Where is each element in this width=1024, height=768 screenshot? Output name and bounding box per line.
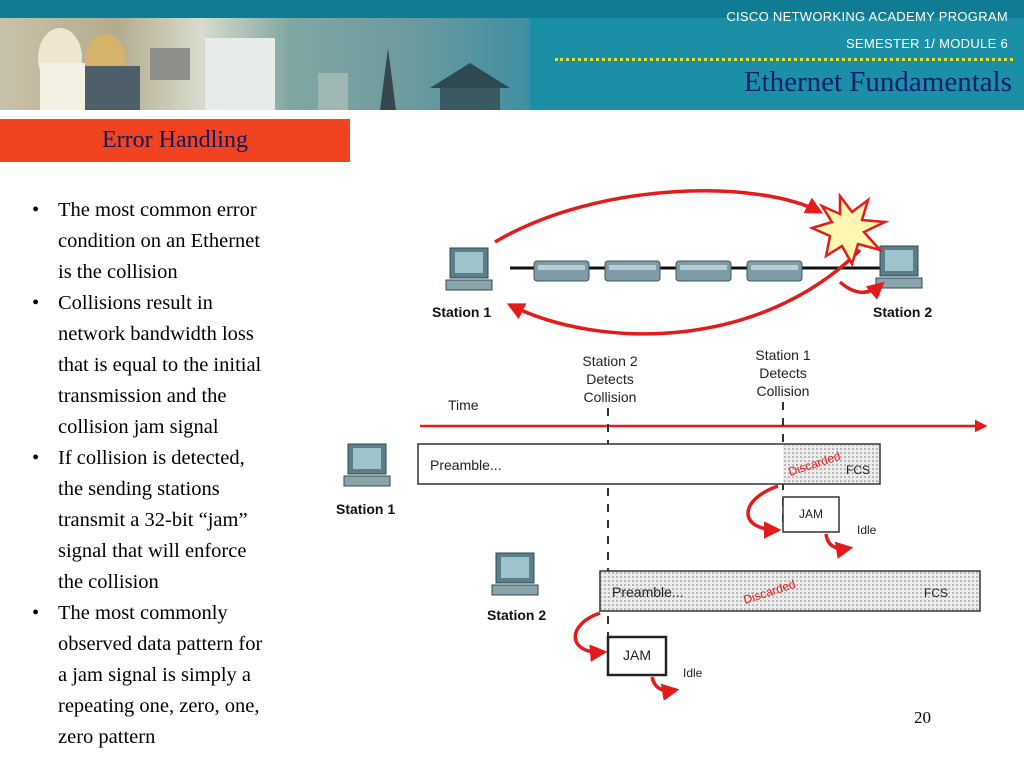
header-photo-collage xyxy=(0,18,530,110)
section-bar xyxy=(0,119,350,162)
frame1-fcs: FCS xyxy=(846,463,870,477)
bullet-list: The most common error condition on an Et… xyxy=(28,195,328,753)
computer-icon xyxy=(445,247,493,291)
frame2-fcs: FCS xyxy=(924,586,948,600)
station1-frame-tail xyxy=(783,445,879,483)
frame2-jam: JAM xyxy=(623,647,651,663)
collision-burst-icon xyxy=(808,192,890,268)
frame2-idle: Idle xyxy=(683,666,703,680)
jam-arrow-2 xyxy=(573,611,608,662)
collision-diagram: Station 1 Station 2 Station 2 Detects Co… xyxy=(336,189,988,700)
frame1-jam: JAM xyxy=(799,507,823,521)
hub-icon xyxy=(746,260,803,282)
station1-detects-line: Collision xyxy=(757,383,810,399)
idle-arrow-2 xyxy=(650,676,680,700)
station2-row-label: Station 2 xyxy=(487,607,546,623)
station2-detects-line: Station 2 xyxy=(582,353,637,369)
arrival-arrow xyxy=(838,280,885,300)
time-label: Time xyxy=(448,397,479,413)
frame1-preamble: Preamble... xyxy=(430,457,502,473)
program-name: CISCO NETWORKING ACADEMY PROGRAM xyxy=(726,9,1008,24)
bullet-item: The most common error condition on an Et… xyxy=(28,195,328,288)
station2-frame xyxy=(599,570,981,612)
section-title: Error Handling xyxy=(102,127,248,153)
header-banner: CISCO NETWORKING ACADEMY PROGRAM SEMESTE… xyxy=(0,0,1024,110)
bullet-item: Collisions result in network bandwidth l… xyxy=(28,288,328,443)
frame1-idle: Idle xyxy=(857,523,877,537)
bullet-item: If collision is detected, the sending st… xyxy=(28,443,328,598)
header-strip xyxy=(0,0,1024,18)
bullet-item: The most commonly observed data pattern … xyxy=(28,598,328,753)
idle-arrow-1 xyxy=(824,533,854,559)
station1-detects-line: Station 1 xyxy=(755,347,810,363)
station1-label: Station 1 xyxy=(432,304,491,320)
transmit-arrow xyxy=(494,189,824,244)
hub-icon xyxy=(533,260,590,282)
station2-label: Station 2 xyxy=(873,304,932,320)
hub-icon xyxy=(675,260,732,282)
return-arrow xyxy=(506,248,862,336)
frame2-preamble: Preamble... xyxy=(612,584,684,600)
page-title: Ethernet Fundamentals xyxy=(743,66,1012,98)
station2-detects-line: Collision xyxy=(584,389,637,405)
collage-illustration xyxy=(38,28,510,110)
semester-label: SEMESTER 1/ MODULE 6 xyxy=(845,36,1008,51)
computer-icon xyxy=(875,245,923,289)
computer-icon xyxy=(491,552,539,596)
jam-arrow-1 xyxy=(746,484,782,539)
station1-row-label: Station 1 xyxy=(336,501,395,517)
station1-jam-box xyxy=(782,496,840,533)
station2-detects-line: Detects xyxy=(586,371,633,387)
header-divider xyxy=(555,58,1013,61)
station2-jam-box xyxy=(606,635,668,677)
hub-icon xyxy=(604,260,661,282)
page-number: 20 xyxy=(914,708,931,727)
station1-detects-line: Detects xyxy=(759,365,806,381)
computer-icon xyxy=(343,443,391,487)
